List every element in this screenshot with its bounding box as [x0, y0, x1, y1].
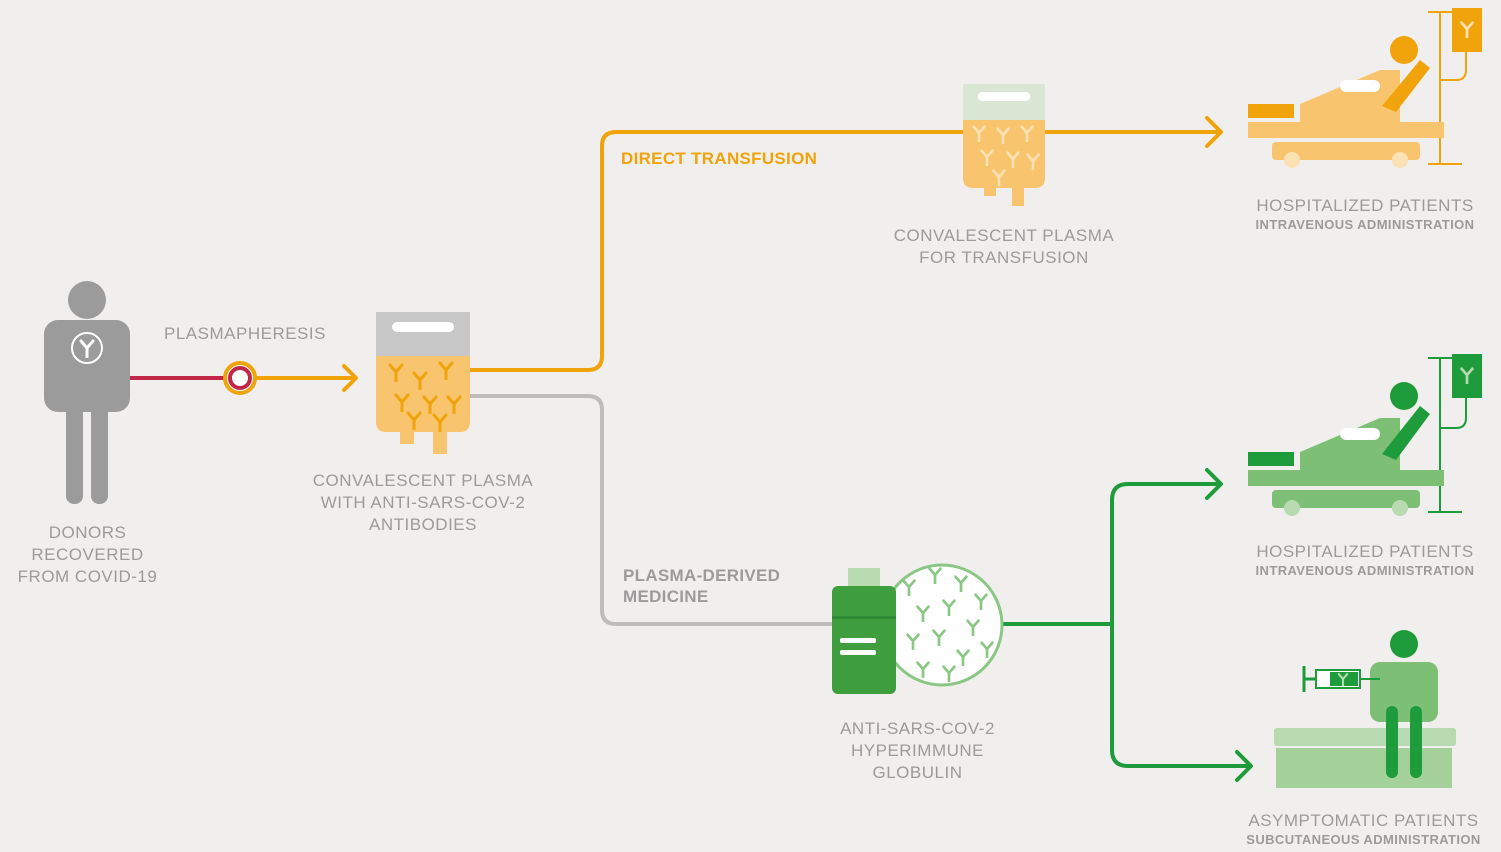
- plasmapheresis-label: PLASMAPHERESIS: [164, 324, 326, 343]
- connector-lines: [128, 116, 1253, 782]
- globulin-label: ANTI-SARS-COV-2 HYPERIMMUNE GLOBULIN: [840, 719, 995, 782]
- syringe-icon: [1274, 630, 1456, 788]
- plasma-label: CONVALESCENT PLASMA WITH ANTI-SARS-COV-2…: [312, 471, 534, 534]
- vial-icon: [832, 563, 1004, 694]
- transfusion-bag-icon: [963, 84, 1045, 206]
- route-derived-label: PLASMA-DERIVED MEDICINE: [623, 566, 781, 606]
- route-direct-label: DIRECT TRANSFUSION: [621, 149, 818, 168]
- outcome-hospitalized-green: HOSPITALIZED PATIENTS INTRAVENOUS ADMINI…: [1255, 542, 1475, 578]
- person-icon: [44, 281, 130, 504]
- donor-label: DONORS RECOVERED FROM COVID-19: [17, 523, 158, 586]
- hospital-bed-icon: [1248, 8, 1482, 168]
- outcome-asymptomatic: ASYMPTOMATIC PATIENTS SUBCUTANEOUS ADMIN…: [1246, 811, 1481, 847]
- hospital-bed-icon: [1248, 354, 1482, 516]
- outcome-hospitalized-orange: HOSPITALIZED PATIENTS INTRAVENOUS ADMINI…: [1255, 196, 1475, 232]
- transfusion-label: CONVALESCENT PLASMA FOR TRANSFUSION: [893, 226, 1115, 267]
- plasma-bag-icon: [376, 312, 470, 454]
